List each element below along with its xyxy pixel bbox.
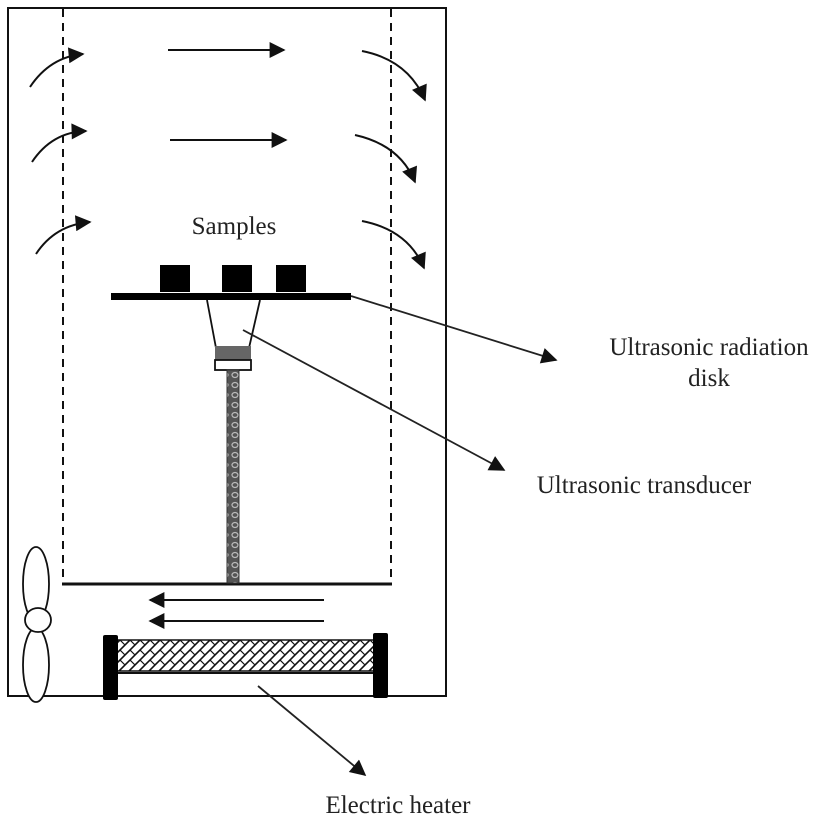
sample-3 [276,265,306,292]
inlet-arrow-3 [35,215,92,255]
fan [22,546,52,703]
heater-leader-arrow [257,685,367,777]
radiation-disk-label-line1: Ultrasonic radiation [609,334,809,361]
drying-chamber [7,7,447,697]
transducer-leader-arrow [242,329,506,471]
radiation-disk-label-line2: disk [688,365,730,392]
sample-1 [160,265,190,292]
leader-arrows [242,295,558,777]
transducer-band [215,346,251,360]
inlet-airflow-arrows [29,47,92,255]
outlet-arrow-3 [361,220,426,270]
outlet-arrow-1 [361,50,427,102]
outlet-airflow-arrows [354,50,427,270]
horizontal-airflow-arrows [168,42,288,148]
heater-label: Electric heater [325,792,471,819]
fan-hub [24,607,52,633]
samples [160,265,306,292]
return-airflow-arrows [148,592,324,629]
electric-heater [103,633,388,700]
heater-element [115,639,377,672]
sample-2 [222,265,252,292]
heater-end-right [373,633,388,698]
inlet-arrow-1 [29,47,85,88]
samples-label: Samples [192,213,277,240]
outlet-arrow-2 [354,134,417,184]
support-rod [226,369,240,584]
fan-blade-bottom [22,627,50,703]
radiation-disk [111,293,351,300]
disk-leader-arrow [350,295,558,364]
transducer-base [214,359,252,371]
heater-end-left [103,635,118,700]
inlet-arrow-2 [31,123,88,163]
transducer-label: Ultrasonic transducer [537,472,752,499]
transducer-horn [206,299,261,349]
